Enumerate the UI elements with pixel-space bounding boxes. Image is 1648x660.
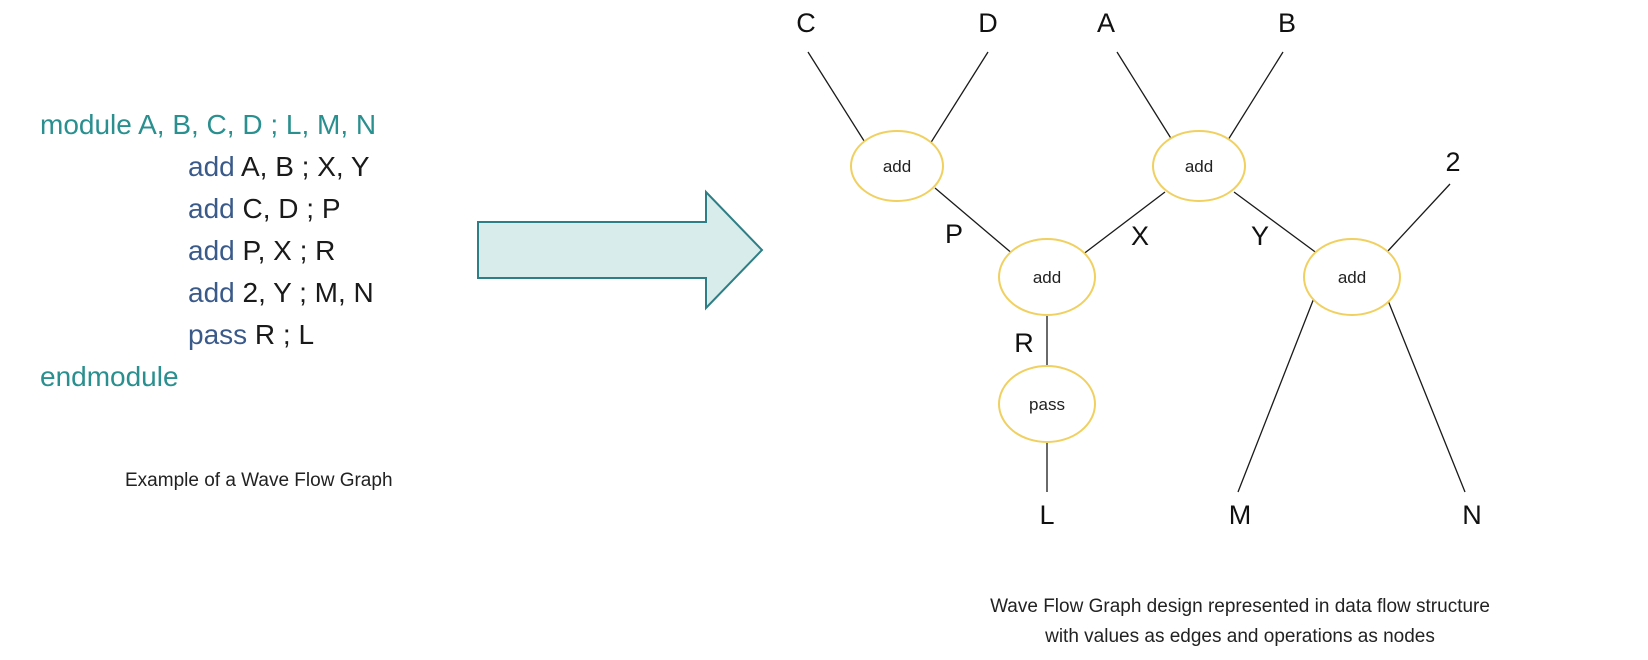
edge-2	[1386, 183, 1451, 253]
op-args: 2, Y ; M, N	[234, 277, 374, 308]
module-args: A, B, C, D ; L, M, N	[131, 109, 377, 140]
code-listing: module A, B, C, D ; L, M, N add A, B ; X…	[40, 104, 376, 398]
graph-node-add-cd: add	[850, 130, 944, 202]
edge-label-p: P	[945, 219, 963, 249]
op-keyword: add	[188, 151, 235, 182]
graph-node-add-px: add	[998, 238, 1096, 316]
caption-left: Example of a Wave Flow Graph	[125, 470, 393, 491]
graph-edges	[807, 51, 1466, 493]
edge-label-x: X	[1131, 221, 1149, 251]
edge-label-m: M	[1229, 500, 1252, 530]
edge-label-n: N	[1462, 500, 1482, 530]
edge-d	[929, 51, 989, 145]
edge-c	[807, 51, 867, 145]
node-label: add	[1033, 268, 1061, 287]
edge-label-l: L	[1039, 500, 1054, 530]
op-args: P, X ; R	[234, 235, 336, 266]
code-line-4: add 2, Y ; M, N	[40, 272, 376, 314]
right-arrow-icon	[477, 189, 764, 311]
op-keyword: pass	[188, 319, 248, 350]
edge-m	[1237, 297, 1315, 493]
code-line-header: module A, B, C, D ; L, M, N	[40, 104, 376, 146]
caption-right: Wave Flow Graph design represented in da…	[880, 592, 1600, 652]
caption-right-line1: Wave Flow Graph design represented in da…	[990, 596, 1490, 617]
code-line-2: add C, D ; P	[40, 188, 376, 230]
op-args: A, B ; X, Y	[234, 151, 370, 182]
graph-node-pass: pass	[998, 365, 1096, 443]
node-ellipse	[998, 238, 1096, 316]
op-keyword: add	[188, 277, 235, 308]
edge-a	[1116, 51, 1173, 141]
code-line-1: add A, B ; X, Y	[40, 146, 376, 188]
code-line-3: add P, X ; R	[40, 230, 376, 272]
caption-right-line2: with values as edges and operations as n…	[1045, 626, 1435, 647]
node-label: pass	[1029, 395, 1065, 414]
edge-label-2: 2	[1445, 147, 1460, 177]
endmodule-keyword: endmodule	[40, 361, 179, 392]
graph-node-add-2y: add	[1303, 238, 1401, 316]
node-label: add	[1185, 157, 1213, 176]
edge-b	[1227, 51, 1284, 141]
node-ellipse	[998, 365, 1096, 443]
edge-label-c: C	[796, 8, 816, 38]
edge-y	[1233, 191, 1319, 255]
node-ellipse	[850, 130, 944, 202]
edge-label-r: R	[1014, 328, 1034, 358]
op-keyword: add	[188, 235, 235, 266]
edge-n	[1386, 297, 1466, 493]
node-label: add	[1338, 268, 1366, 287]
op-args: C, D ; P	[234, 193, 341, 224]
edge-label-d: D	[978, 8, 998, 38]
edge-x	[1081, 191, 1166, 256]
node-ellipse	[1152, 130, 1246, 202]
edge-label-a: A	[1097, 8, 1115, 38]
edge-p	[934, 187, 1015, 256]
module-keyword: module	[40, 109, 132, 140]
node-label: add	[883, 157, 911, 176]
op-args: R ; L	[247, 319, 315, 350]
edge-label-b: B	[1278, 8, 1296, 38]
code-line-5: pass R ; L	[40, 314, 376, 356]
node-ellipse	[1303, 238, 1401, 316]
graph-edge-labels: C D A B 2 P X Y R L M N	[796, 8, 1482, 530]
edge-label-y: Y	[1251, 221, 1269, 251]
code-line-footer: endmodule	[40, 356, 376, 398]
op-keyword: add	[188, 193, 235, 224]
graph-node-add-ab: add	[1152, 130, 1246, 202]
